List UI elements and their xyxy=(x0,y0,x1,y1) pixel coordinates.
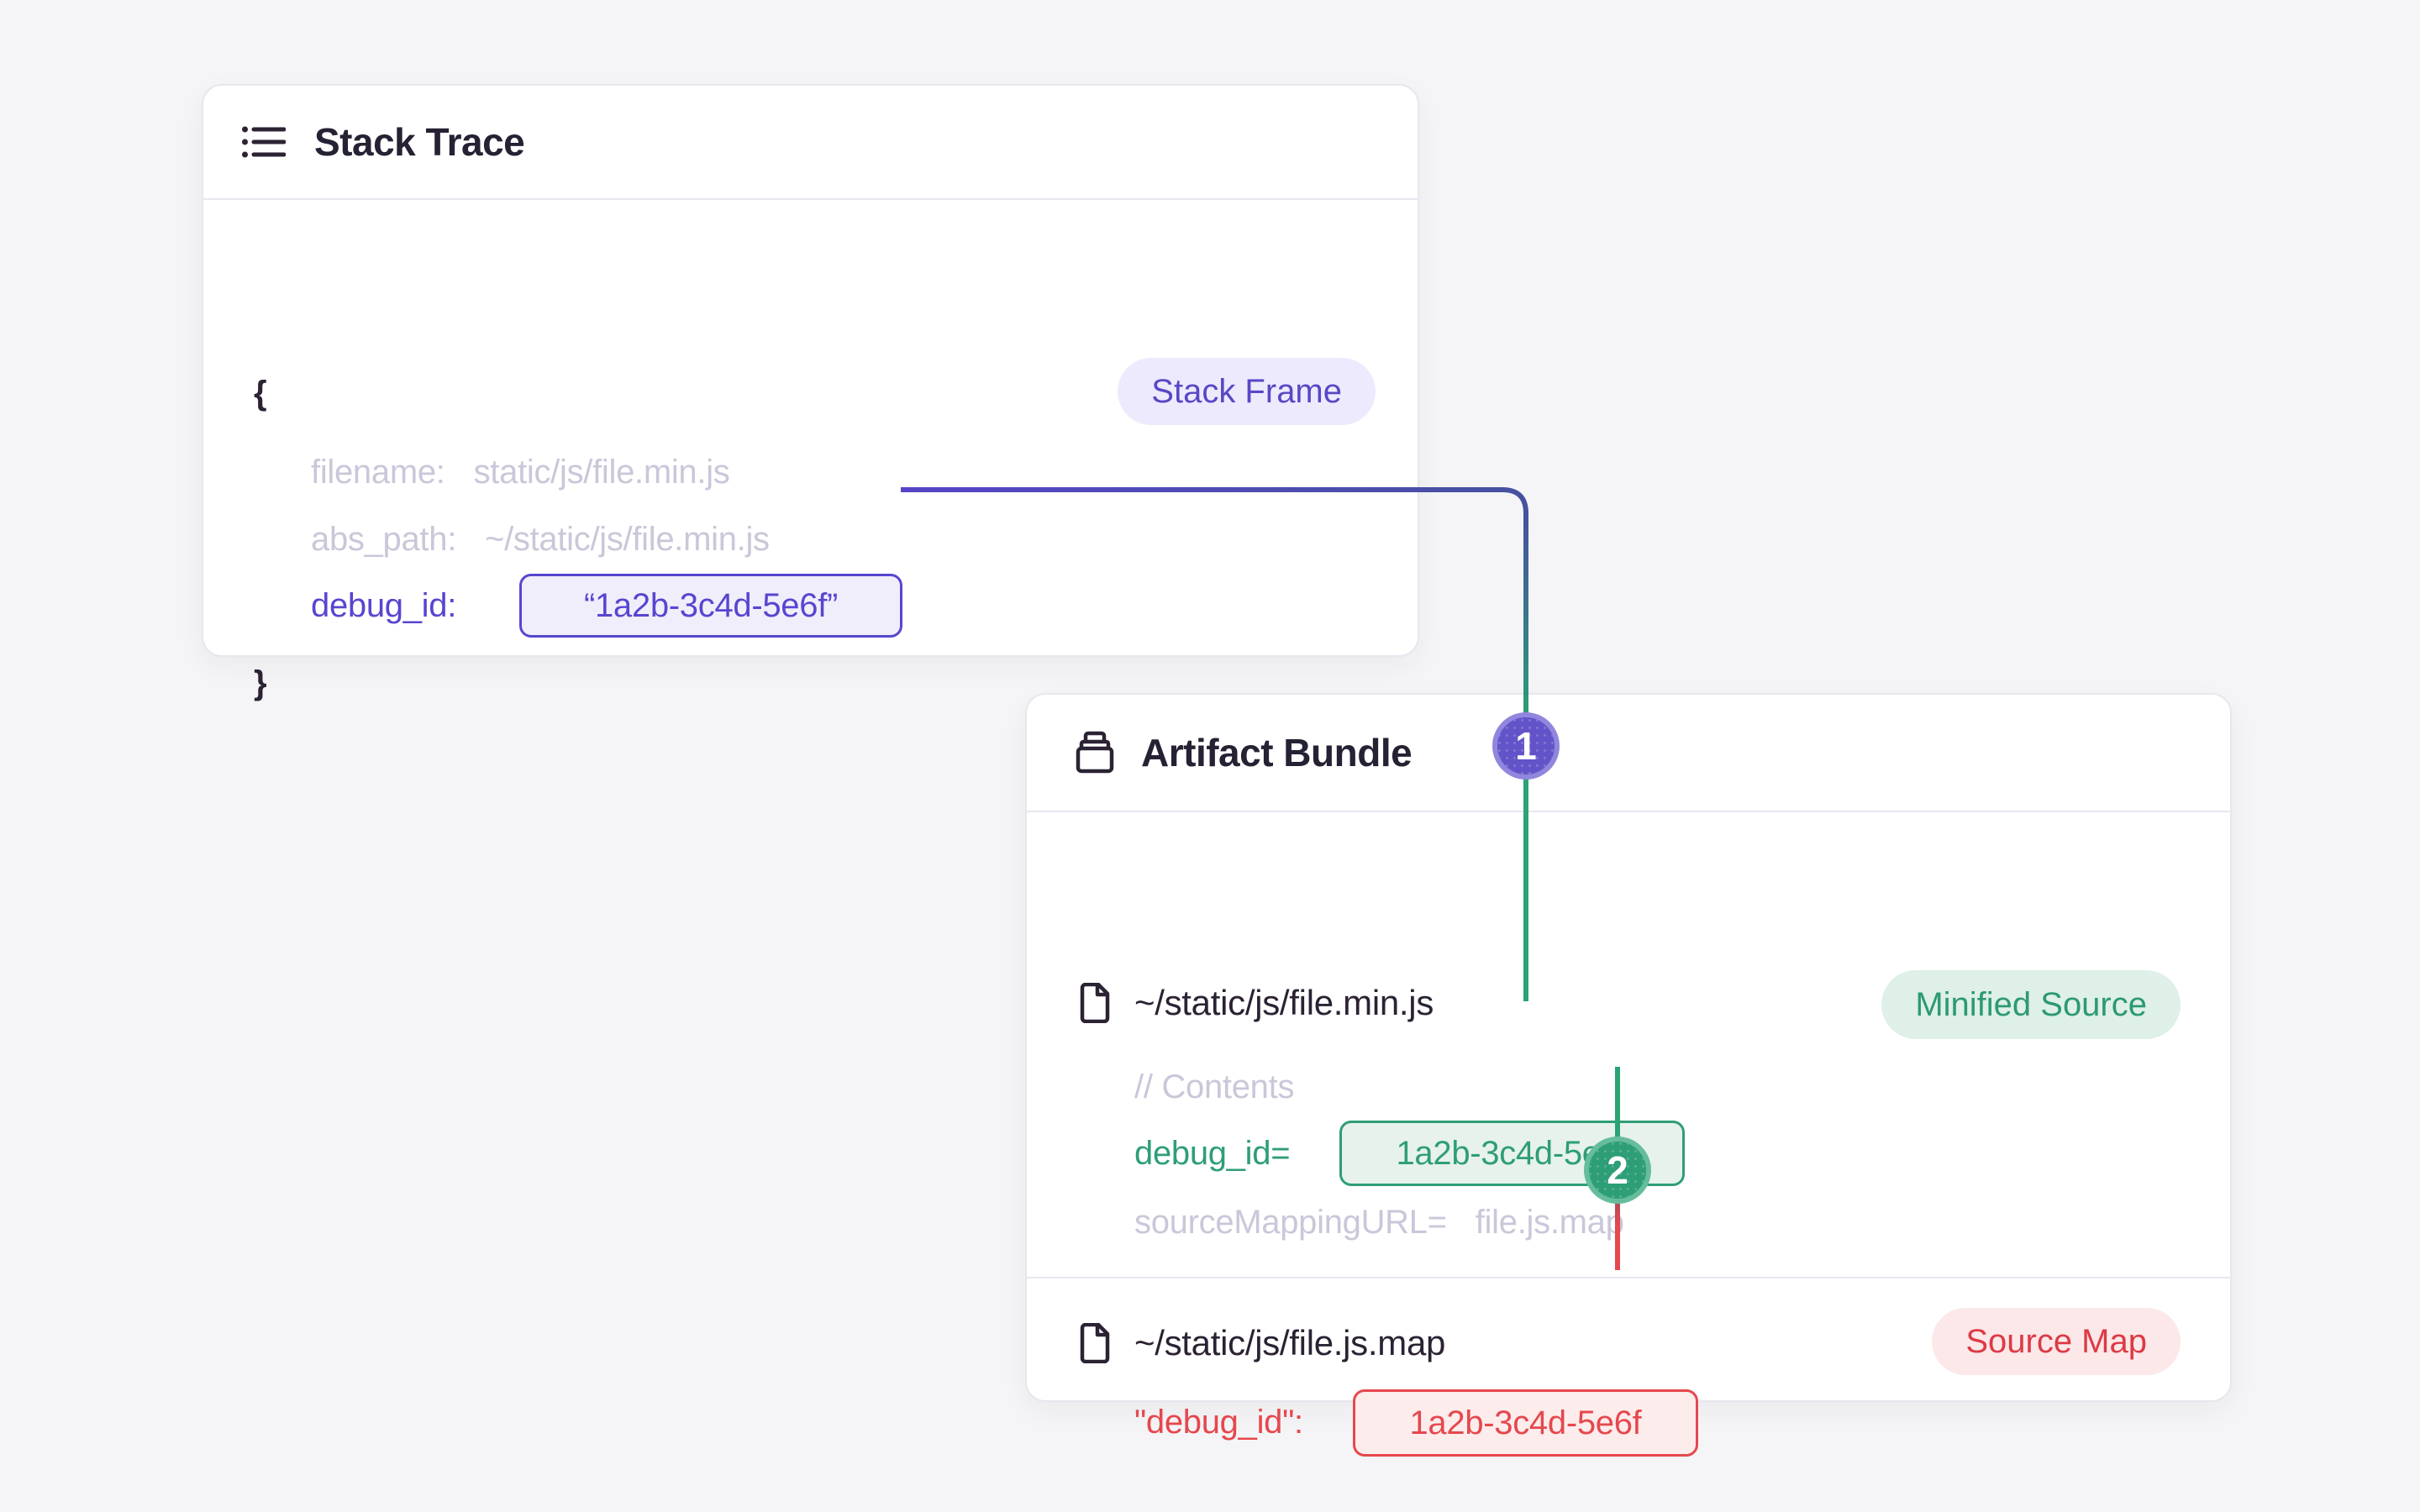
filename-row: filename: static/js/file.min.js xyxy=(311,452,730,492)
abs-path-key: abs_path: xyxy=(311,521,457,558)
bundle-debug-id-value-box: 1a2b-3c4d-5e6f xyxy=(1339,1121,1685,1186)
debug-id-value: “1a2b-3c4d-5e6f” xyxy=(583,586,839,624)
artifact-bundle-title: Artifact Bundle xyxy=(1141,731,1413,774)
source-mapping-value: file.js.map xyxy=(1475,1204,1624,1241)
file-row-divider xyxy=(1027,1277,2230,1278)
bundle-debug-id-value: 1a2b-3c4d-5e6f xyxy=(1396,1134,1628,1172)
map-debug-id-value: 1a2b-3c4d-5e6f xyxy=(1409,1404,1642,1441)
stack-trace-card: Stack Trace { Stack Frame filename: stati… xyxy=(202,84,1419,701)
map-debug-id-value-box: 1a2b-3c4d-5e6f xyxy=(1353,1389,1698,1457)
artifact-bundle-card: Artifact Bundle ~/static/js/file.min.js … xyxy=(1025,693,2232,1457)
contents-comment: // Contents xyxy=(1134,1068,1295,1105)
source-mapping-url-row: sourceMappingURL= file.js.map xyxy=(1134,1202,1624,1242)
file-name-minified: ~/static/js/file.min.js xyxy=(1134,983,1434,1022)
stack-trace-title: Stack Trace xyxy=(314,120,525,164)
stack-trace-header: Stack Trace xyxy=(203,86,1418,200)
abs-path-row: abs_path: ~/static/js/file.min.js xyxy=(311,519,770,559)
filename-key: filename: xyxy=(311,454,445,491)
close-brace: } xyxy=(254,664,267,701)
stack-frame-badge: Stack Frame xyxy=(1118,358,1376,425)
abs-path-value: ~/static/js/file.min.js xyxy=(485,521,770,558)
source-map-badge: Source Map xyxy=(1932,1308,2181,1375)
file-name-sourcemap: ~/static/js/file.js.map xyxy=(1134,1323,1446,1362)
file-row-minified: ~/static/js/file.min.js xyxy=(1079,983,1434,1023)
bundle-debug-id-key: debug_id= xyxy=(1134,1135,1291,1172)
file-icon xyxy=(1080,983,1110,1023)
stack-list-icon xyxy=(242,126,286,158)
file-row-sourcemap: ~/static/js/file.js.map xyxy=(1079,1323,1445,1363)
source-mapping-key: sourceMappingURL= xyxy=(1134,1204,1447,1241)
archive-box-icon xyxy=(1076,731,1114,774)
artifact-bundle-header: Artifact Bundle xyxy=(1027,695,2230,812)
map-debug-id-key: "debug_id": xyxy=(1134,1404,1303,1441)
filename-value: static/js/file.min.js xyxy=(473,454,730,491)
minified-source-badge: Minified Source xyxy=(1881,970,2181,1039)
open-brace: { xyxy=(254,375,267,412)
debug-id-value-box: “1a2b-3c4d-5e6f” xyxy=(519,574,902,638)
debug-id-key: debug_id: xyxy=(311,587,457,624)
file-icon xyxy=(1080,1323,1110,1363)
